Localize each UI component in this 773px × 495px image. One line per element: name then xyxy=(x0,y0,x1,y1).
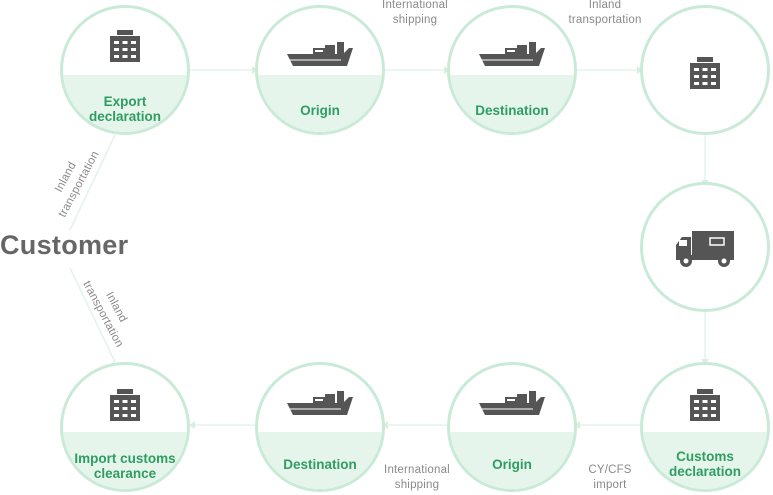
node-import-customs-clearance: Import customs clearance xyxy=(60,362,190,492)
ship-icon xyxy=(287,391,353,415)
customer-label: Customer xyxy=(0,230,129,260)
node-customs-declaration: Customs declaration xyxy=(640,362,770,492)
node-building-top-right xyxy=(640,5,770,135)
node-band xyxy=(63,74,187,132)
building-icon xyxy=(110,30,140,62)
node-band xyxy=(450,431,574,489)
node-label: Origin xyxy=(492,457,532,472)
node-label: Destination xyxy=(283,457,357,472)
edge-label-line: CY/CFS xyxy=(588,464,632,476)
edge-label-line: Inland xyxy=(588,0,622,11)
edge-label-line: transportation xyxy=(568,14,642,26)
node-band xyxy=(258,74,382,132)
building-icon xyxy=(690,57,720,89)
node-destination-bottom: Destination xyxy=(255,362,385,492)
node-export-declaration: Export declaration xyxy=(60,5,190,135)
node-band xyxy=(63,431,187,489)
ship-icon xyxy=(287,42,353,66)
building-icon xyxy=(690,389,720,421)
truck-icon xyxy=(676,231,734,267)
ship-icon xyxy=(479,391,545,415)
edge-label-inland-transportation-top: Inland transportation xyxy=(562,0,648,28)
node-destination-top: Destination xyxy=(447,5,577,135)
edge-label-line: shipping xyxy=(394,479,440,491)
edge-label-cy-cfs-import: CY/CFS import xyxy=(578,463,642,493)
node-label: Import customs clearance xyxy=(74,451,176,481)
edge-label-line: International xyxy=(384,464,450,476)
node-origin-bottom: Origin xyxy=(447,362,577,492)
edge-label-line: import xyxy=(593,479,627,491)
node-band xyxy=(258,431,382,489)
node-origin-top: Origin xyxy=(255,5,385,135)
building-icon xyxy=(110,389,140,421)
node-truck xyxy=(640,182,770,312)
edge-label-line: International xyxy=(382,0,448,11)
edge-label-international-shipping-bottom: International shipping xyxy=(380,463,454,493)
node-label: Export declaration xyxy=(88,94,162,124)
edge-label-international-shipping-top: International shipping xyxy=(378,0,452,28)
node-label: Customs declaration xyxy=(668,449,742,479)
node-label: Origin xyxy=(300,103,340,118)
node-band xyxy=(450,74,574,132)
edge-label-line: shipping xyxy=(392,14,438,26)
ship-icon xyxy=(479,42,545,66)
node-label: Destination xyxy=(475,103,549,118)
node-band xyxy=(643,431,767,489)
